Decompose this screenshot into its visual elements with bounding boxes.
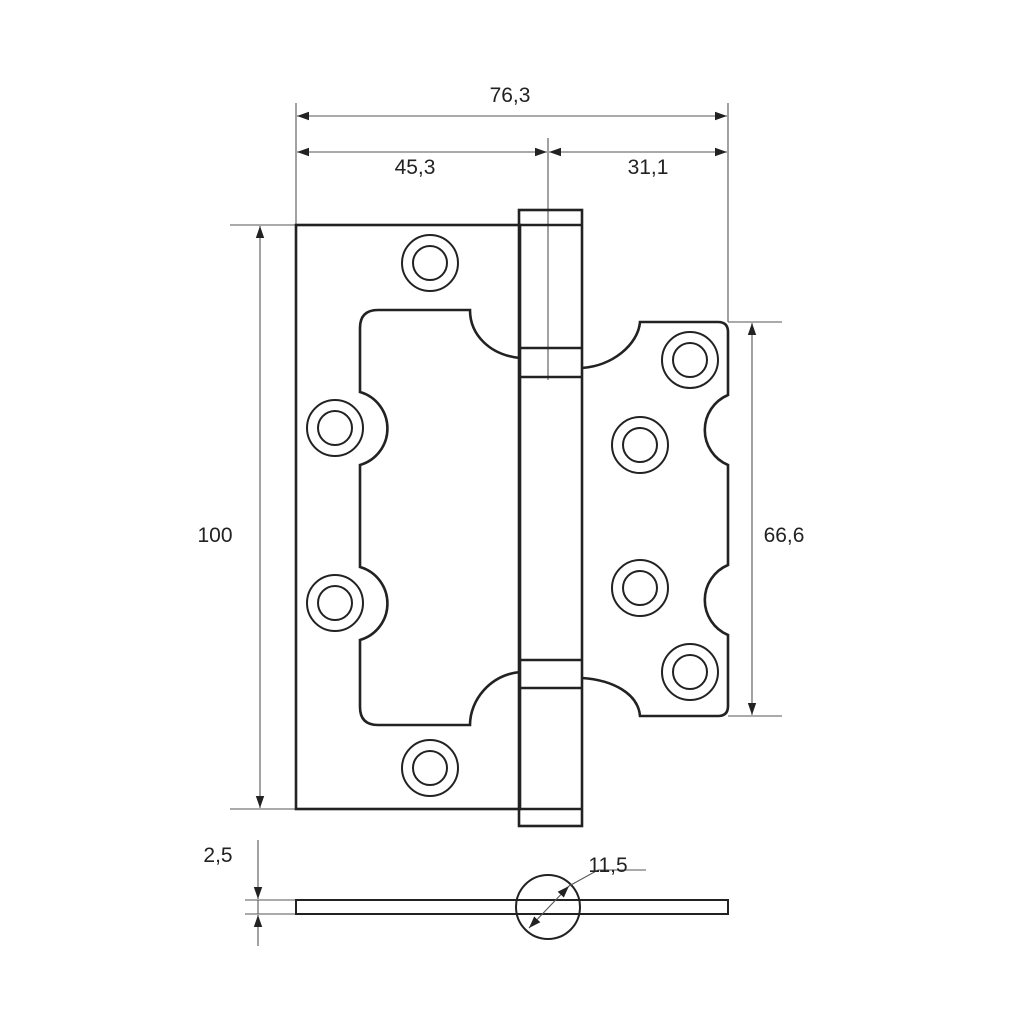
dim-label-knuckle-diameter: 11,5 — [588, 854, 627, 877]
screw-hole — [661, 331, 719, 389]
dim-label-right-leaf-width: 31,1 — [628, 156, 669, 179]
dimension-right-leaf-width: 31,1 — [549, 147, 727, 179]
screw-hole — [611, 559, 669, 617]
dimension-right-leaf-height: 66,6 — [747, 323, 805, 715]
screw-hole — [401, 234, 459, 292]
left-leaf — [294, 223, 522, 811]
screw-holes — [306, 234, 719, 797]
dimension-thickness: 2,5 — [203, 840, 263, 946]
left-leaf-cutout — [358, 308, 521, 727]
dimension-overall-width: 76,3 — [297, 84, 727, 121]
screw-hole — [401, 739, 459, 797]
dimension-left-leaf-width: 45,3 — [297, 147, 547, 179]
dim-label-left-leaf-width: 45,3 — [395, 156, 436, 179]
screw-hole — [306, 399, 364, 457]
side-view — [295, 874, 729, 940]
right-leaf — [581, 320, 730, 718]
screw-hole — [611, 416, 669, 474]
dimension-height: 100 — [197, 226, 265, 808]
dimension-knuckle-diameter: 11,5 — [528, 854, 646, 929]
dim-label-thickness: 2,5 — [203, 844, 232, 867]
dim-label-right-leaf-height: 66,6 — [764, 524, 805, 547]
dim-label-overall-width: 76,3 — [490, 84, 531, 107]
dim-label-height: 100 — [197, 524, 232, 547]
knuckle — [517, 208, 584, 828]
screw-hole — [661, 643, 719, 701]
extension-lines — [230, 103, 782, 915]
screw-hole — [306, 574, 364, 632]
